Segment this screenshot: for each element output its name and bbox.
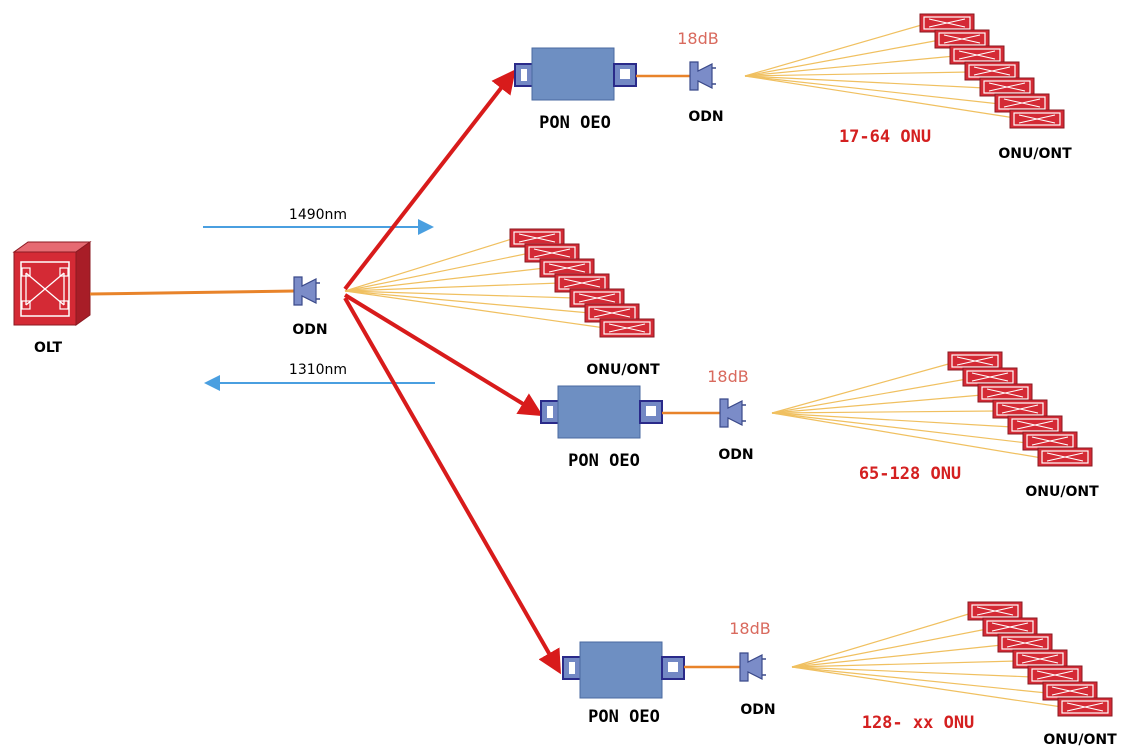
main-odn-label: ODN [292, 322, 327, 338]
pon-oeo-1 [514, 47, 637, 101]
onu-range-2: 65-128 ONU [859, 464, 961, 484]
onu-stack-2 [947, 351, 1093, 467]
pon-oeo-1-label: PON OEO [539, 113, 611, 133]
olt-device [12, 241, 92, 326]
branch-3: PON OEO 18dB ODN 128- xx ONU ONU/ONT [562, 601, 1117, 748]
olt-label: OLT [34, 340, 63, 356]
attenuation-3: 18dB [729, 619, 771, 638]
branch-1: PON OEO 18dB ODN 17-64 ONU ONU/ONT [514, 13, 1072, 162]
main-drop-fibers [344, 237, 606, 329]
onu-stack-1 [919, 13, 1065, 129]
odn-3-label: ODN [740, 702, 775, 718]
odn-2-label: ODN [718, 447, 753, 463]
upstream-wavelength-label: 1310nm [289, 362, 347, 378]
onu-label-2: ONU/ONT [1025, 484, 1099, 500]
onu-range-3: 128- xx ONU [862, 713, 975, 733]
pon-oeo-2-label: PON OEO [568, 451, 640, 471]
downstream-wavelength-label: 1490nm [289, 207, 347, 223]
onu-stack-3 [967, 601, 1113, 717]
main-onu-stack [509, 228, 655, 338]
drop-fibers-1 [744, 23, 1016, 119]
onu-range-1: 17-64 ONU [839, 127, 931, 147]
feeder-arrow-2 [343, 293, 544, 417]
main-onu-label: ONU/ONT [586, 362, 660, 378]
attenuation-2: 18dB [707, 367, 749, 386]
main-odn-splitter [293, 276, 321, 306]
odn-splitter-1 [689, 61, 717, 91]
pon-oeo-3 [562, 641, 685, 699]
trunk-fiber [89, 289, 296, 296]
odn-1-label: ODN [688, 109, 723, 125]
pon-oeo-2 [540, 385, 663, 439]
attenuation-1: 18dB [677, 29, 719, 48]
feeder-arrow-3 [343, 297, 561, 675]
onu-label-1: ONU/ONT [998, 146, 1072, 162]
odn-splitter-3 [739, 652, 767, 682]
odn-splitter-2 [719, 398, 747, 428]
drop-fibers-2 [771, 362, 1043, 459]
drop-fibers-3 [791, 612, 1063, 708]
branch-2: PON OEO 18dB ODN 65-128 ONU ONU/ONT [540, 351, 1099, 500]
pon-oeo-3-label: PON OEO [588, 707, 660, 727]
onu-label-3: ONU/ONT [1043, 732, 1117, 748]
feeder-arrow-1 [343, 69, 516, 291]
